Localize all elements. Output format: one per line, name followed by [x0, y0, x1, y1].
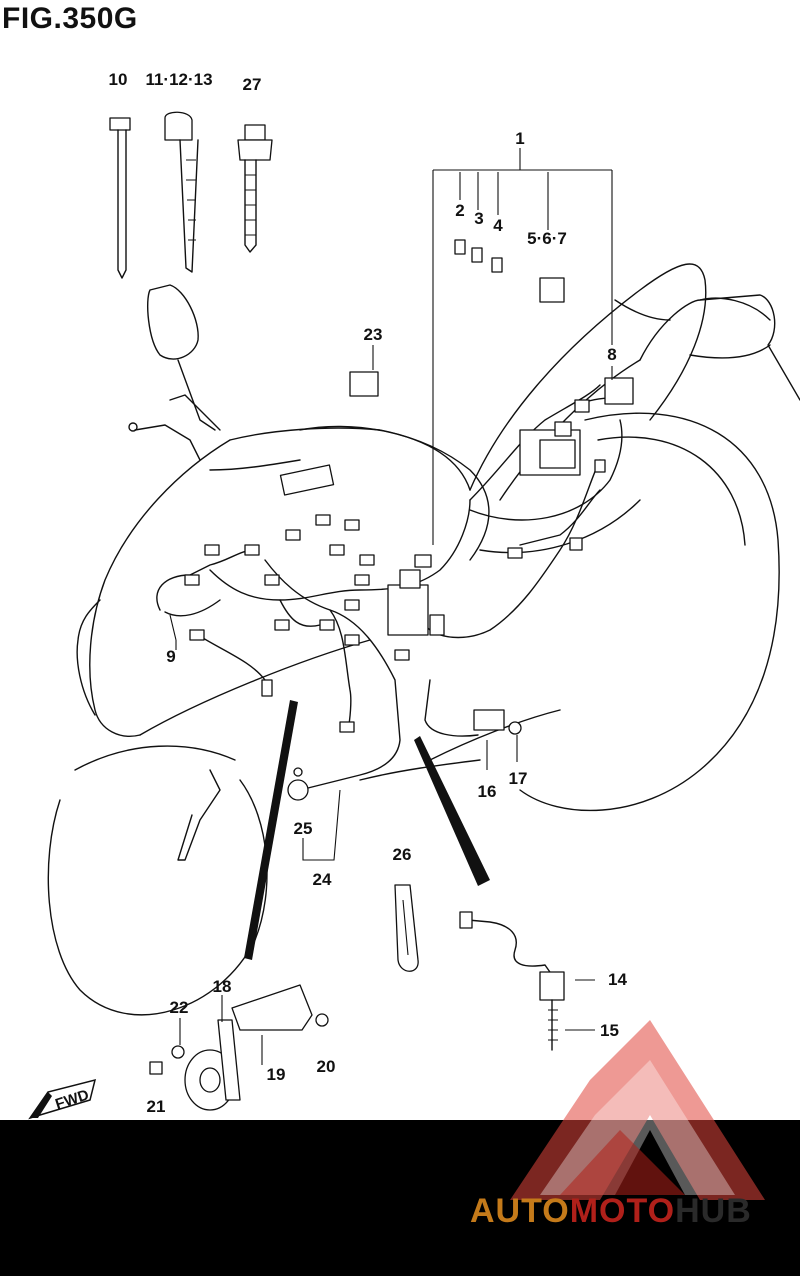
- callout-4: 4: [493, 216, 503, 235]
- callout-numbers: 1 2 3 4 5·6·7 8 9 10 11·12·13 14 15 16 1…: [109, 70, 628, 1116]
- bracket-part-26: [394, 884, 419, 972]
- callout-27: 27: [243, 75, 262, 94]
- wiring-harness: [156, 299, 671, 791]
- callout-18: 18: [213, 977, 232, 996]
- watermark-part-moto: MOTO: [569, 1192, 676, 1230]
- callout-23: 23: [364, 325, 383, 344]
- fwd-arrow: FWD: [28, 1078, 97, 1120]
- callout-5-6-7: 5·6·7: [527, 229, 567, 248]
- oxygen-sensor: [459, 911, 565, 1051]
- callout-21: 21: [147, 1097, 166, 1116]
- figure-title: FIG.350G: [2, 2, 138, 35]
- callout-16: 16: [478, 782, 497, 801]
- callout-11-12-13: 11·12·13: [145, 70, 212, 89]
- footer-band: [0, 1120, 800, 1276]
- callout-26: 26: [393, 845, 412, 864]
- watermark-part-auto: AUTO: [470, 1192, 570, 1230]
- callout-14: 14: [608, 970, 627, 989]
- callout-22: 22: [170, 998, 189, 1017]
- callout-17: 17: [509, 769, 528, 788]
- callout-2: 2: [455, 201, 464, 220]
- horn-assembly: [149, 679, 522, 1111]
- callout-24: 24: [313, 870, 332, 889]
- callout-1: 1: [515, 129, 524, 148]
- watermark-text: AUTOMOTOHUB: [470, 1192, 752, 1231]
- callout-9: 9: [166, 647, 175, 666]
- cable-ties: [109, 111, 273, 279]
- leader-lines: [169, 148, 613, 1065]
- callout-8: 8: [607, 345, 616, 364]
- pointer-wedges: [244, 700, 490, 960]
- callout-10: 10: [109, 70, 128, 89]
- callout-19: 19: [267, 1065, 286, 1084]
- callout-3: 3: [474, 209, 483, 228]
- watermark-logo: [510, 1020, 765, 1200]
- callout-25: 25: [294, 819, 313, 838]
- callout-20: 20: [317, 1057, 336, 1076]
- callout-15: 15: [600, 1021, 619, 1040]
- motorcycle-outline: [47, 263, 800, 1016]
- watermark-part-hub: HUB: [675, 1192, 752, 1230]
- fuses-and-relay: [349, 239, 634, 405]
